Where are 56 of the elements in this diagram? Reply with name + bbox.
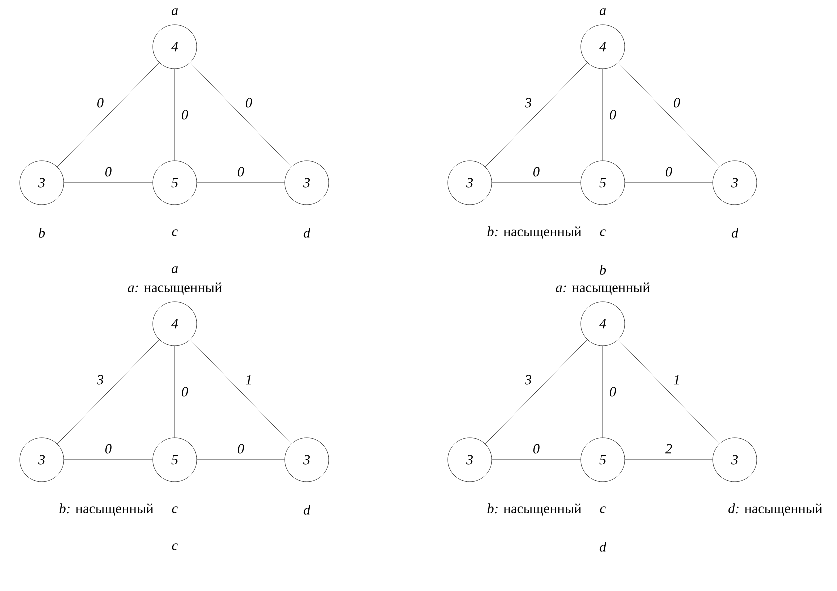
- panel-caption: c: [172, 544, 178, 550]
- panel-caption: a: [172, 266, 178, 274]
- edge-line: [492, 182, 581, 184]
- edge-line: [190, 340, 292, 444]
- edge-line: [64, 182, 153, 184]
- panel-caption: b: [600, 265, 606, 275]
- edge-line: [602, 346, 604, 438]
- vertex-label: d: [304, 228, 311, 238]
- vertex-label: b: насыщенный: [60, 504, 154, 516]
- edge-label: 0: [182, 387, 188, 397]
- vertex-label: d: насыщенный: [728, 504, 822, 516]
- edge-line: [485, 62, 588, 168]
- vertex-label: b: [39, 228, 46, 238]
- edge-line: [174, 346, 176, 438]
- edge-line: [174, 69, 176, 161]
- panel-caption: d: [600, 542, 607, 552]
- edge-line: [618, 340, 720, 444]
- edge-label: 0: [106, 167, 112, 177]
- edge-label: 0: [238, 444, 244, 454]
- vertex-label: c: [172, 230, 178, 236]
- vertex-label: b: насыщенный: [488, 226, 582, 240]
- edge-label: 2: [666, 444, 672, 454]
- edge-line: [625, 182, 713, 184]
- vertex-label: a: [172, 8, 178, 16]
- edge-label: 1: [246, 375, 251, 385]
- edge-label: 0: [98, 98, 104, 108]
- vertex-label: a: насыщенный: [128, 282, 222, 296]
- edge-label: 3: [96, 375, 104, 385]
- edge-label: 3: [525, 375, 532, 385]
- edge-line: [197, 182, 285, 184]
- vertex-label: c: [600, 230, 606, 236]
- vertex-label: d: [732, 228, 739, 238]
- edge-label: 0: [246, 98, 252, 108]
- vertex-label: a: насыщенный: [556, 282, 650, 296]
- vertex-label: c: [600, 506, 606, 514]
- vertex-label: b: насыщенный: [488, 504, 582, 516]
- edge-line: [602, 69, 604, 161]
- edge-label: 0: [666, 167, 672, 177]
- vertex-label: d: [304, 505, 311, 515]
- edge-line: [190, 62, 292, 168]
- edge-line: [57, 62, 160, 168]
- edge-line: [485, 340, 588, 444]
- edge-label: 1: [674, 375, 680, 385]
- edge-label: 0: [534, 444, 540, 454]
- edge-label: 0: [182, 110, 188, 120]
- vertex-label: c: [172, 506, 178, 514]
- vertex-label: a: [600, 8, 606, 16]
- edge-label: 3: [525, 98, 532, 108]
- edge-label: 0: [534, 167, 540, 177]
- edge-label: 0: [106, 444, 112, 454]
- edge-label: 0: [610, 387, 616, 397]
- edge-line: [57, 340, 160, 444]
- edge-label: 0: [674, 98, 680, 108]
- edge-label: 0: [610, 110, 616, 120]
- edge-label: 0: [238, 167, 244, 177]
- edge-line: [618, 62, 720, 168]
